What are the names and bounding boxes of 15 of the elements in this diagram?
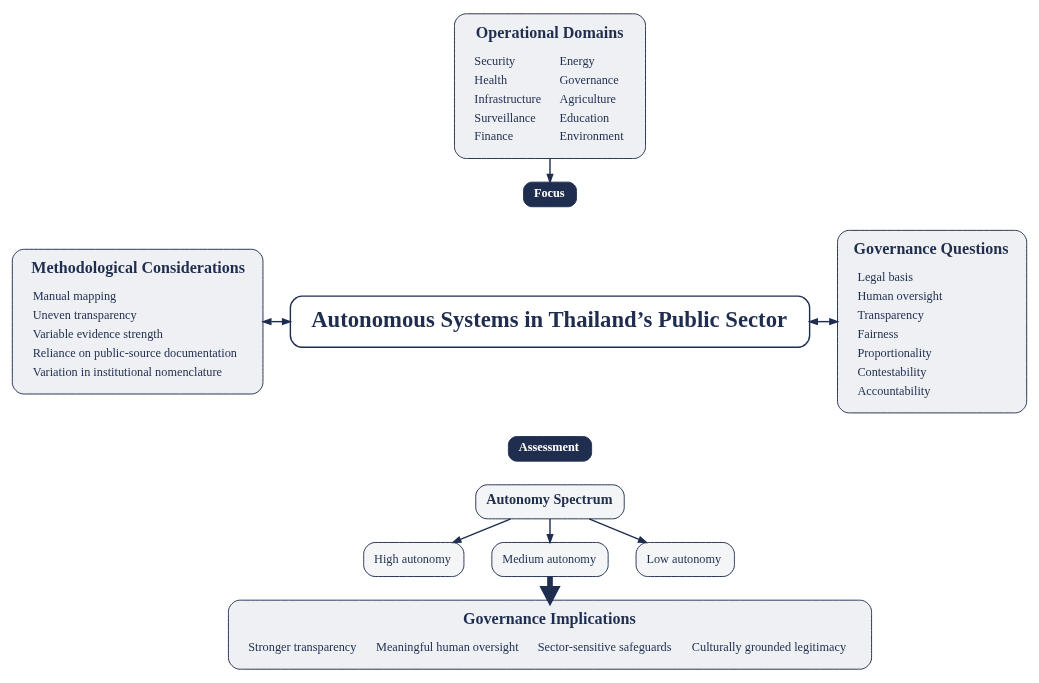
- node-box: High autonomy: [363, 542, 465, 577]
- node-box: Methodological Considerations Manual mapping Uneven transparency Variable evidence strength Reliance on public-source documentation Variation in institutional nomenclature: [11, 248, 264, 395]
- node-box: Governance Implications Stronger transparency Meaningful human oversight Sector-sensitive safeguards Culturally grounded legitimacy: [227, 599, 873, 670]
- node-box: Autonomous Systems in Thailand’s Public Sector: [289, 295, 811, 348]
- node-box: Focus: [523, 181, 577, 208]
- node-box: Assessment: [507, 436, 593, 462]
- arrow: [546, 518, 554, 545]
- node-box: Operational Domains Security Health Infrastructure Surveillance Finance Energy Governance Agriculture Education Environment: [454, 13, 646, 159]
- arrow: [588, 518, 649, 544]
- node-box: Governance Questions Legal basis Human oversight Transparency Fairness Proportionality Contestability Accountability: [837, 229, 1028, 414]
- arrow: [546, 157, 554, 185]
- node-box: Medium autonomy: [491, 542, 609, 577]
- node-box: Low autonomy: [635, 542, 735, 577]
- node-box: Autonomy Spectrum: [475, 484, 625, 520]
- arrow: [451, 518, 512, 544]
